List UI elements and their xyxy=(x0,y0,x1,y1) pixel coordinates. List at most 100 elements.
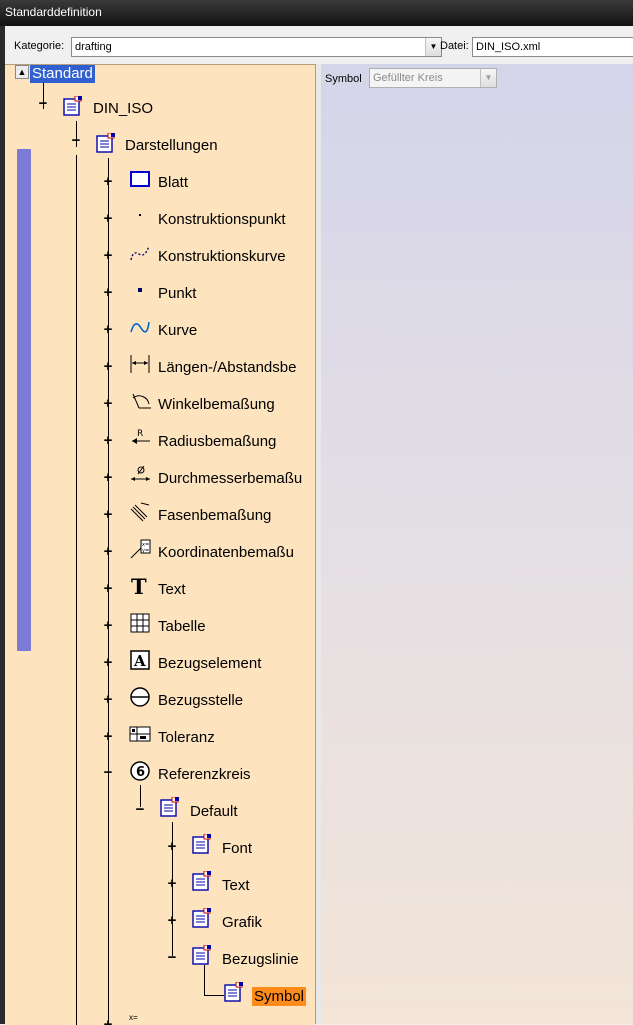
expand-icon[interactable]: + xyxy=(167,875,177,892)
tree-node-referenzkreis[interactable]: Referenzkreis xyxy=(156,762,253,786)
category-dropdown[interactable]: drafting ▼ xyxy=(71,37,442,57)
tree-node-kurve[interactable]: Kurve xyxy=(156,318,199,342)
tree-node-text[interactable]: Text xyxy=(156,577,188,601)
tree-label: Kurve xyxy=(158,321,198,339)
sheet-icon xyxy=(129,168,151,190)
tree-node-konstruktionskurve[interactable]: Konstruktionskurve xyxy=(156,244,288,268)
tree-label: Konstruktionskurve xyxy=(158,247,286,265)
tree-label: Punkt xyxy=(158,284,197,302)
expand-icon[interactable]: + xyxy=(103,358,113,375)
tree-node-default[interactable]: Default xyxy=(188,799,240,823)
expand-icon[interactable]: + xyxy=(103,506,113,523)
expand-icon[interactable]: + xyxy=(103,247,113,264)
document-icon xyxy=(191,834,213,856)
expand-icon[interactable]: + xyxy=(103,691,113,708)
category-label: Kategorie: xyxy=(14,40,65,52)
expand-icon[interactable]: + xyxy=(103,284,113,301)
tree-node-fasenbemassung[interactable]: Fasenbemaßung xyxy=(156,503,273,527)
tree-label: DIN_ISO xyxy=(93,99,154,117)
tree-label: Längen-/Abstandsbe xyxy=(158,358,297,376)
expand-icon[interactable]: + xyxy=(103,580,113,597)
chevron-down-icon[interactable]: ▼ xyxy=(480,69,496,87)
expand-icon[interactable]: + xyxy=(167,912,177,929)
expand-icon[interactable]: + xyxy=(103,543,113,560)
expand-icon[interactable]: + xyxy=(103,617,113,634)
length-dimension-icon xyxy=(129,353,151,375)
collapse-icon[interactable]: − xyxy=(71,132,81,149)
tree-node-koordinatenbemassung[interactable]: Koordinatenbemaßu xyxy=(156,540,296,564)
svg-text:T: T xyxy=(131,575,147,597)
symbol-dropdown[interactable]: Gefüllter Kreis ▼ xyxy=(369,68,497,88)
file-value: DIN_ISO.xml xyxy=(476,41,541,53)
tree-node-darstellungen[interactable]: Darstellungen xyxy=(123,133,220,157)
tree-label: Fasenbemaßung xyxy=(158,506,272,524)
document-icon xyxy=(191,908,213,930)
tree-node-tabelle[interactable]: Tabelle xyxy=(156,614,208,638)
tree-label: Bezugselement xyxy=(158,654,262,672)
expand-icon[interactable]: + xyxy=(103,395,113,412)
tree-label: Darstellungen xyxy=(125,136,218,154)
tree-node-laengen-abstandsbemassung[interactable]: Längen-/Abstandsbe xyxy=(156,355,298,379)
collapse-icon[interactable]: − xyxy=(38,95,48,112)
tree-node-symbol[interactable]: Symbol xyxy=(252,984,307,1008)
tree-label: Blatt xyxy=(158,173,189,191)
tree-label: Referenzkreis xyxy=(158,765,251,783)
coordinate-dimension-icon: x=y= xyxy=(129,538,151,560)
tree-node-din-iso[interactable]: DIN_ISO xyxy=(91,96,155,120)
tree-node-standard[interactable]: Standard xyxy=(30,64,95,85)
tree-label: Default xyxy=(190,802,238,820)
scroll-up-icon[interactable]: ▲ xyxy=(15,65,29,79)
tree-label: Radiusbemaßung xyxy=(158,432,277,450)
tree-label: Bezugsstelle xyxy=(158,691,244,709)
collapse-icon[interactable]: − xyxy=(135,801,145,818)
chamfer-dimension-icon xyxy=(129,501,151,523)
symbol-value: Gefüllter Kreis xyxy=(373,72,443,84)
expand-icon[interactable]: + xyxy=(167,838,177,855)
tree-node-font[interactable]: Font xyxy=(220,836,254,860)
svg-text:6: 6 xyxy=(136,765,145,780)
document-icon xyxy=(223,982,245,1004)
category-value: drafting xyxy=(75,41,112,53)
tree-node-default-text[interactable]: Text xyxy=(220,873,252,897)
tree-node-winkelbemassung[interactable]: Winkelbemaßung xyxy=(156,392,277,416)
file-field[interactable]: DIN_ISO.xml xyxy=(472,37,633,57)
tree-node-bezugslinie[interactable]: Bezugslinie xyxy=(220,947,301,971)
panel-splitter[interactable] xyxy=(315,64,321,1024)
expand-icon[interactable]: + xyxy=(103,1016,113,1025)
construction-point-icon xyxy=(129,205,151,227)
collapse-icon[interactable]: − xyxy=(167,949,177,966)
tree-node-blatt[interactable]: Blatt xyxy=(156,170,190,194)
curve-icon xyxy=(129,316,151,338)
tree-label: Grafik xyxy=(222,913,263,931)
symbol-label: Symbol xyxy=(325,73,362,85)
tree-node-bezugselement[interactable]: Bezugselement xyxy=(156,651,263,675)
window-title-bar: Standarddefinition xyxy=(0,0,633,26)
radius-dimension-icon: R xyxy=(129,427,151,449)
tree-scrollbar-thumb[interactable] xyxy=(17,149,31,651)
collapse-icon[interactable]: − xyxy=(103,764,113,781)
tree-node-durchmesserbemassung[interactable]: Durchmesserbemaßu xyxy=(156,466,304,490)
construction-curve-icon xyxy=(129,242,151,264)
tree-node-radiusbemassung[interactable]: Radiusbemaßung xyxy=(156,429,278,453)
tree-node-punkt[interactable]: Punkt xyxy=(156,281,198,305)
tree-label: Durchmesserbemaßu xyxy=(158,469,303,487)
expand-icon[interactable]: + xyxy=(103,173,113,190)
expand-icon[interactable]: + xyxy=(103,210,113,227)
tree-label: Konstruktionspunkt xyxy=(158,210,286,228)
tree-node-bezugsstelle[interactable]: Bezugsstelle xyxy=(156,688,245,712)
chevron-down-icon[interactable]: ▼ xyxy=(425,38,441,56)
tree-label: Text xyxy=(158,580,186,598)
tree-panel[interactable]: ▲ Standard − DIN_ISO − Darstellungen + B… xyxy=(5,64,315,1025)
expand-icon[interactable]: + xyxy=(103,469,113,486)
window-left-border xyxy=(0,64,5,1024)
expand-icon[interactable]: + xyxy=(103,321,113,338)
tree-label: Toleranz xyxy=(158,728,215,746)
expand-icon[interactable]: + xyxy=(103,728,113,745)
tree-node-konstruktionspunkt[interactable]: Konstruktionspunkt xyxy=(156,207,288,231)
tree-node-toleranz[interactable]: Toleranz xyxy=(156,725,217,749)
file-label: Datei: xyxy=(440,40,469,52)
expand-icon[interactable]: + xyxy=(103,654,113,671)
tree-node-grafik[interactable]: Grafik xyxy=(220,910,264,934)
tree-label: Standard xyxy=(30,64,95,83)
expand-icon[interactable]: + xyxy=(103,432,113,449)
